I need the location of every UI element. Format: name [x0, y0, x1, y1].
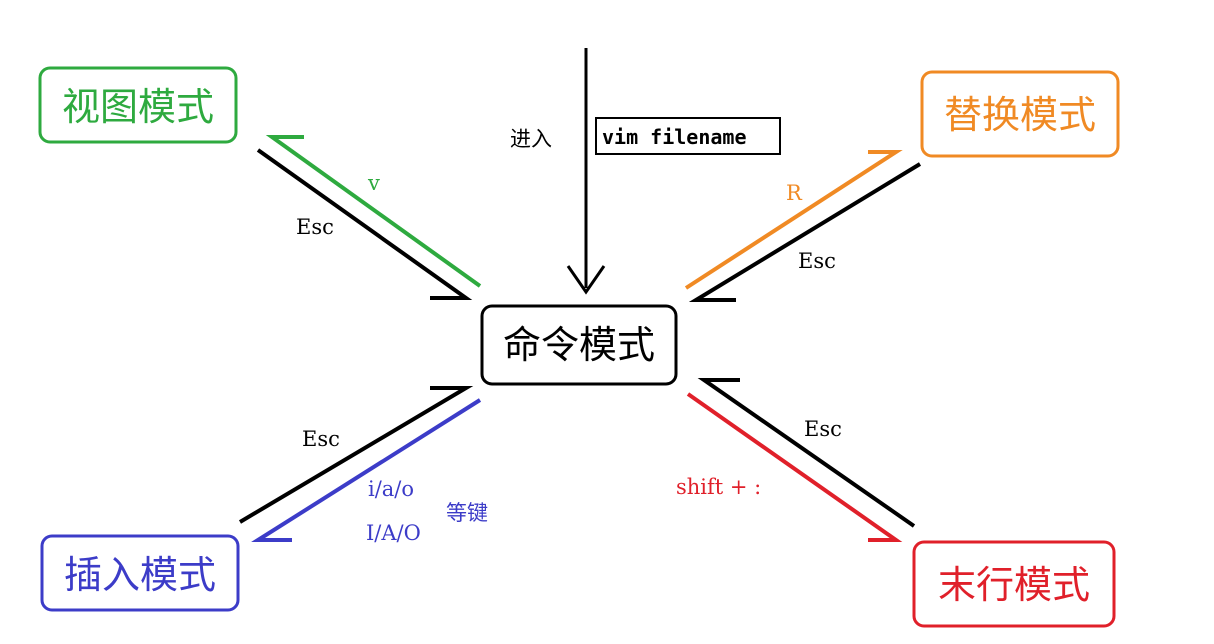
arrow-visual-to-command [256, 148, 473, 300]
arrow-command-to-insert [251, 398, 482, 542]
arrow-lastline-to-command [697, 378, 916, 528]
visual-mode-label: 视图模式 [62, 85, 214, 129]
replace-mode-label: 替换模式 [944, 93, 1096, 137]
lastline-exit-key: Esc [804, 417, 842, 441]
arrow-insert-to-command [238, 386, 474, 524]
lastline-mode-label: 末行模式 [938, 563, 1090, 607]
replace-mode-node: 替换模式 [920, 70, 1120, 158]
insert-enter-keys-suffix: 等键 [446, 501, 488, 525]
arrow-command-to-replace [684, 150, 903, 290]
visual-enter-key: v [367, 171, 380, 195]
insert-enter-keys-line1: i/a/o [368, 477, 414, 501]
lastline-mode-node: 末行模式 [912, 540, 1116, 628]
arrow-command-to-visual [265, 135, 482, 288]
insert-enter-keys-line2: I/A/O [366, 521, 421, 545]
entry-command-box [595, 117, 781, 155]
lastline-enter-key: shift + : [676, 475, 761, 499]
command-mode-label: 命令模式 [503, 323, 655, 367]
replace-exit-key: Esc [798, 249, 836, 273]
insert-exit-key: Esc [302, 427, 340, 451]
insert-mode-node: 插入模式 [40, 534, 240, 612]
insert-mode-label: 插入模式 [64, 553, 216, 597]
arrow-command-to-lastline [686, 392, 903, 542]
visual-mode-node: 视图模式 [38, 66, 238, 144]
arrow-replace-to-command [688, 162, 922, 302]
entry-arrow [566, 48, 606, 295]
entry-command: vim filename [602, 125, 747, 149]
replace-enter-key: R [786, 181, 803, 205]
command-mode-node: 命令模式 [480, 304, 678, 386]
entry-label: 进入 [510, 127, 552, 151]
visual-exit-key: Esc [296, 215, 334, 239]
